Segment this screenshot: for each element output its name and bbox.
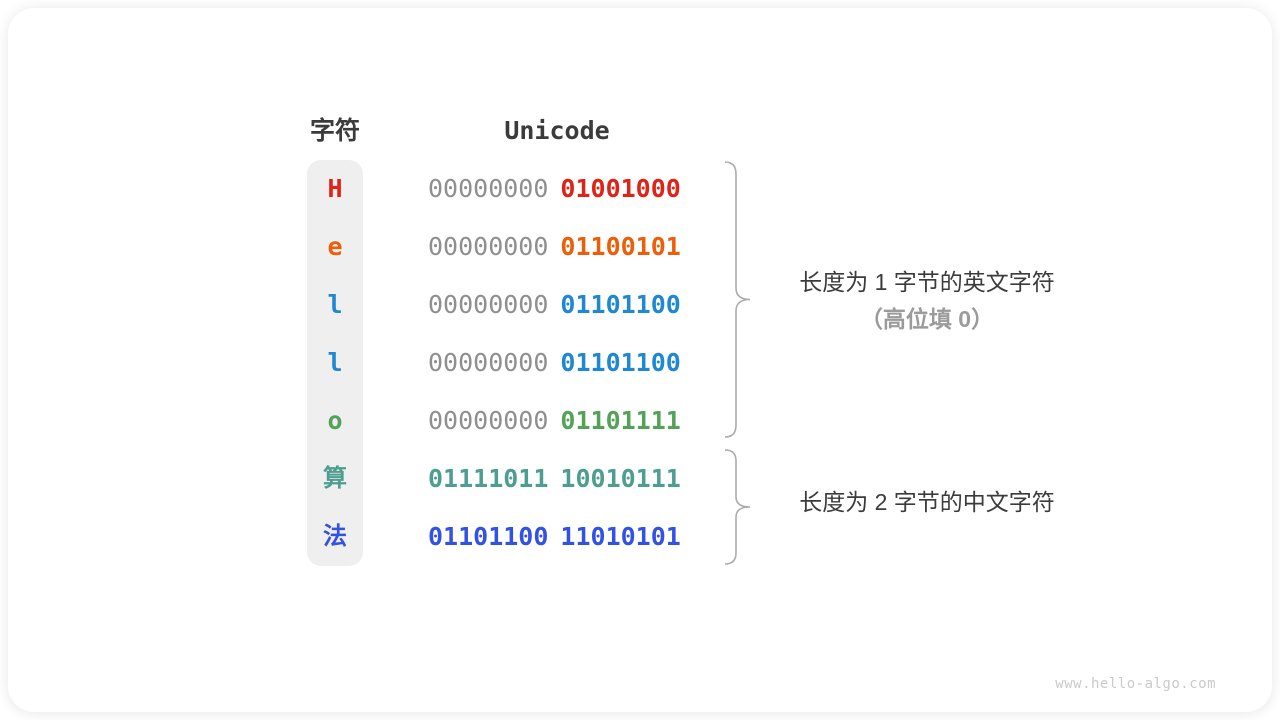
annotation-high-bits-note: （高位填 0） bbox=[859, 306, 995, 332]
char-cell: o bbox=[327, 406, 343, 435]
byte-high: 00000000 bbox=[428, 406, 549, 435]
table-row: l 00000000 01101100 bbox=[8, 276, 1272, 334]
annotation-chinese-group: 长度为 2 字节的中文字符 bbox=[727, 486, 1127, 518]
unicode-cell: 01101100 11010101 bbox=[428, 508, 681, 566]
byte-low: 01001000 bbox=[560, 174, 681, 203]
byte-low: 10010111 bbox=[560, 464, 681, 493]
byte-high: 00000000 bbox=[428, 348, 549, 377]
byte-high: 01101100 bbox=[428, 522, 549, 551]
table-row: o 00000000 01101111 bbox=[8, 392, 1272, 450]
table-row: 算 01111011 10010111 bbox=[8, 450, 1272, 508]
table-row: H 00000000 01001000 bbox=[8, 160, 1272, 218]
byte-high: 00000000 bbox=[428, 232, 549, 261]
unicode-cell: 00000000 01101100 bbox=[428, 334, 681, 392]
byte-high: 01111011 bbox=[428, 464, 549, 493]
char-cell: l bbox=[327, 348, 343, 377]
annotation-english-text: 长度为 1 字节的英文字符 bbox=[799, 269, 1055, 295]
char-cell: 法 bbox=[323, 523, 347, 550]
char-column-header: 字符 bbox=[309, 117, 360, 145]
byte-low: 01100101 bbox=[560, 232, 681, 261]
unicode-cell: 00000000 01100101 bbox=[428, 218, 681, 276]
byte-low: 01101100 bbox=[560, 290, 681, 319]
char-column-background bbox=[307, 160, 363, 566]
byte-low: 11010101 bbox=[560, 522, 681, 551]
diagram-card: 字符 Unicode H 00000000 01001000 e 00000000… bbox=[8, 8, 1272, 712]
table-row: l 00000000 01101100 bbox=[8, 334, 1272, 392]
byte-low: 01101111 bbox=[560, 406, 681, 435]
unicode-cell: 01111011 10010111 bbox=[428, 450, 681, 508]
unicode-cell: 00000000 01001000 bbox=[428, 160, 681, 218]
table-row: 法 01101100 11010101 bbox=[8, 508, 1272, 566]
table-row: e 00000000 01100101 bbox=[8, 218, 1272, 276]
annotation-chinese-text: 长度为 2 字节的中文字符 bbox=[799, 489, 1055, 515]
curly-brace-english-group-icon bbox=[724, 161, 751, 438]
byte-high: 00000000 bbox=[428, 174, 549, 203]
char-cell: H bbox=[327, 174, 343, 203]
char-cell: 算 bbox=[323, 465, 347, 492]
unicode-cell: 00000000 01101100 bbox=[428, 276, 681, 334]
byte-high: 00000000 bbox=[428, 290, 549, 319]
unicode-cell: 00000000 01101111 bbox=[428, 392, 681, 450]
curly-brace-chinese-group-icon bbox=[724, 449, 751, 565]
watermark: www.hello-algo.com bbox=[1055, 676, 1216, 692]
char-cell: l bbox=[327, 290, 343, 319]
unicode-column-header: Unicode bbox=[504, 116, 610, 145]
byte-low: 01101100 bbox=[560, 348, 681, 377]
char-cell: e bbox=[327, 232, 343, 261]
annotation-english-group: 长度为 1 字节的英文字符 （高位填 0） bbox=[727, 266, 1127, 335]
